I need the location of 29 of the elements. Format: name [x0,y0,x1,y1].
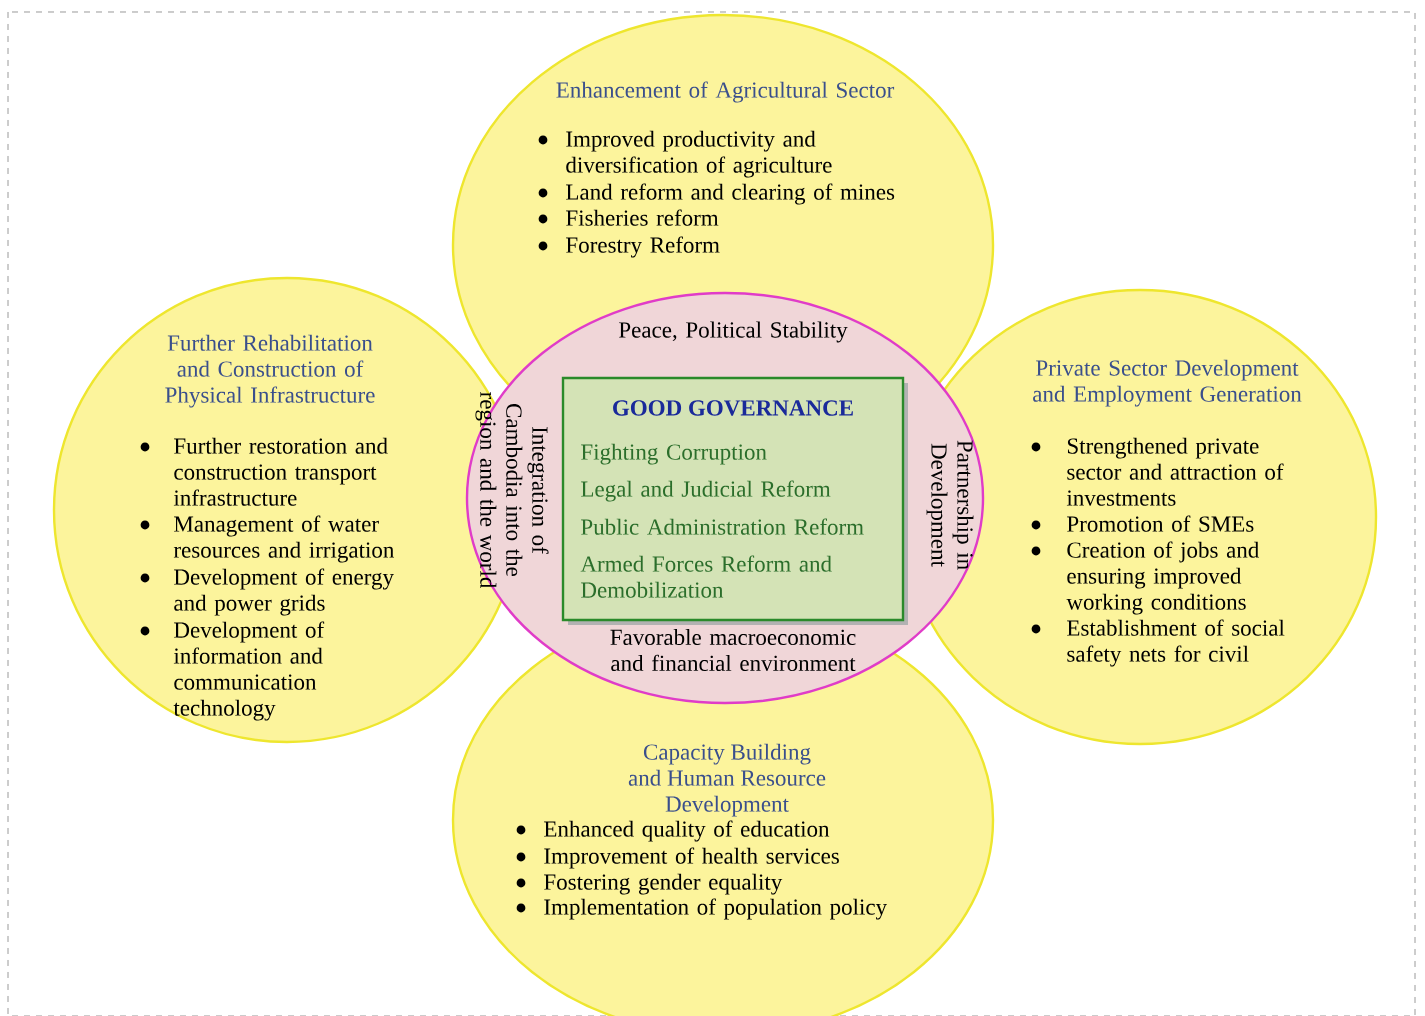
bullet-item: Implementation of population policy [516,898,887,920]
center-text: Partnership in Development [926,440,974,570]
bullet-item: Development of information and communication technology [140,621,325,721]
bullet-item: Improvement of health services [516,847,839,869]
heading: Capacity Building and Human Resource Development [628,743,826,817]
bullet-item: Management of water resources and irrigation [140,515,394,563]
bullet-item: Improved productivity and diversification of agriculture [538,130,832,178]
center-text: Favorable macroeconomic and financial environment [610,628,856,672]
bullet-item: Further restoration and construction transport infrastructure [140,437,388,506]
bullet-item: Fisheries reform [538,209,719,226]
bullet-item: Creation of jobs and ensuring improved working conditions [1031,541,1260,615]
bullet-item: Strengthened private sector and attraction of investments [1031,437,1284,506]
bullet-item: Establishment of social safety nets for civil [1031,619,1285,667]
list-item: Public Administration Reform [581,518,864,535]
bullet-item: Development of energy and power grids [140,568,394,616]
list-item: Legal and Judicial Reform [581,480,831,502]
bullet-item: Enhanced quality of education [516,820,830,842]
center-text: Peace, Political Stability [619,321,848,343]
list-item: Armed Forces Reform and Demobilization [580,555,832,598]
heading: GOOD GOVERNANCE [613,400,853,416]
heading: Private Sector Development and Employment Generation [1033,359,1302,407]
list-item: Fighting Corruption [581,443,767,465]
heading: Enhancement of Agricultural Sector [556,81,895,103]
center-text: Integration of Cambodia into the region and the world [475,392,549,589]
bullet-item: Fostering gender equality [516,873,783,895]
bullet-item: Land reform and clearing of mines [538,183,895,205]
heading: Further Rehabilitation and Construction of Physical Infrastructure [165,334,375,408]
bullet-item: Forestry Reform [538,236,720,258]
bullet-item: Promotion of SMEs [1031,515,1254,532]
